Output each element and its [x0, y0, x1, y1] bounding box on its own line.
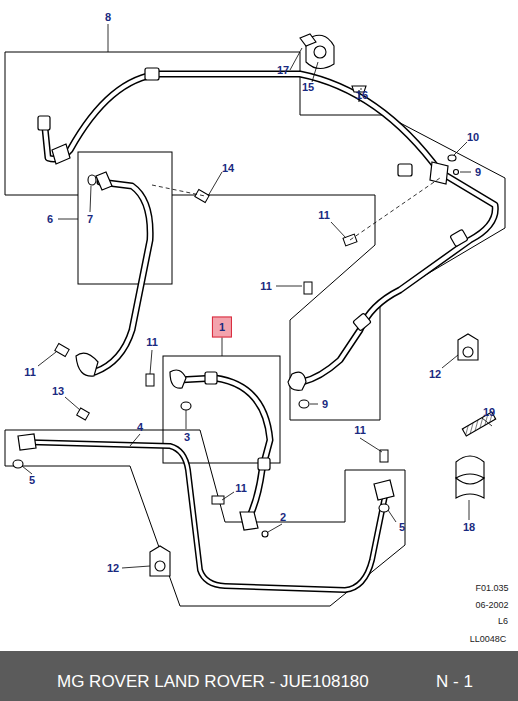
- callout-number: 9: [321, 398, 329, 411]
- reference-code: F01.035: [475, 584, 508, 593]
- callout-number: 5: [28, 474, 36, 487]
- callout-number: 11: [317, 209, 331, 222]
- callout-number: 8: [104, 11, 112, 24]
- callout-number: 14: [221, 162, 235, 175]
- callout-number: 17: [276, 64, 290, 77]
- caption: MG ROVER LAND ROVER - JUE108180: [57, 673, 369, 690]
- fittings: [18, 68, 468, 530]
- callout-number: 11: [259, 280, 273, 293]
- callout-number: 2: [279, 511, 287, 524]
- callout-number: 11: [23, 366, 37, 379]
- callout-number: 7: [86, 213, 94, 226]
- callout-number: 10: [466, 131, 480, 144]
- callout-number: 1: [212, 317, 232, 338]
- callout-number: 19: [482, 406, 496, 419]
- bolts: [55, 190, 388, 504]
- hoses: [22, 74, 495, 590]
- page-number: N - 1: [436, 673, 473, 690]
- reference-code: 06-2002: [475, 601, 508, 610]
- callout-number: 11: [145, 336, 159, 349]
- callout-number: 18: [462, 521, 476, 534]
- leader-lines: [22, 24, 492, 568]
- reference-code: L6: [498, 617, 508, 626]
- callout-number: 9: [474, 166, 482, 179]
- callout-number: 3: [183, 431, 191, 444]
- group-outlines: [5, 52, 505, 606]
- o-rings-and-fixings: [13, 34, 496, 576]
- callout-number: 13: [51, 385, 65, 398]
- callout-number: 12: [106, 562, 120, 575]
- callout-number: 6: [46, 213, 54, 226]
- callout-number: 12: [428, 368, 442, 381]
- callout-number: 11: [234, 482, 248, 495]
- reference-code: LL0048C: [470, 635, 507, 644]
- callout-number: 4: [136, 421, 144, 434]
- callout-number: 15: [301, 81, 315, 94]
- callout-number: 5: [398, 521, 406, 534]
- callout-number: 11: [353, 424, 367, 437]
- callout-number: 16: [355, 89, 369, 102]
